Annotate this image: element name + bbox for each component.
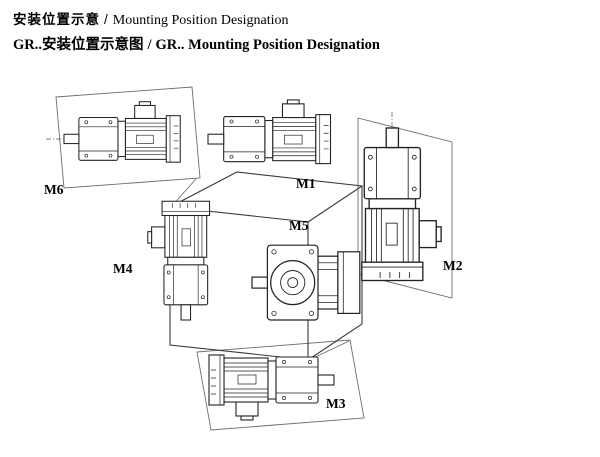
projection-plane-m2 [357, 117, 453, 299]
gearmotor-m6-illustration [63, 101, 181, 163]
gearmotor-m3-illustration [208, 354, 335, 421]
label-m3: M3 [326, 396, 346, 411]
gearmotor-m4-illustration [147, 200, 211, 321]
label-m2: M2 [443, 258, 463, 273]
label-m6: M6 [44, 182, 64, 197]
projection-plane-m6 [55, 86, 201, 189]
gearmotor-m1-illustration [207, 99, 332, 165]
section-title-zh: GR..安装位置示意图 [13, 37, 144, 53]
section-title-en: GR.. Mounting Position Designation [155, 37, 380, 53]
page-title: 安装位置示意 /Mounting Position Designation [13, 8, 289, 29]
section-title: GR..安装位置示意图/GR.. Mounting Position Desig… [13, 33, 380, 54]
gearmotor-m5-illustration [251, 244, 361, 321]
section-title-divider: / [147, 37, 152, 53]
label-m5: M5 [289, 218, 309, 233]
gearmotor-m2-illustration [361, 127, 442, 282]
page-title-en: Mounting Position Designation [112, 13, 289, 28]
page-title-divider: / [104, 12, 109, 27]
label-m1: M1 [296, 176, 316, 191]
page-title-zh: 安装位置示意 [13, 12, 100, 27]
label-m4: M4 [113, 261, 133, 276]
projection-plane-m3 [196, 339, 365, 431]
